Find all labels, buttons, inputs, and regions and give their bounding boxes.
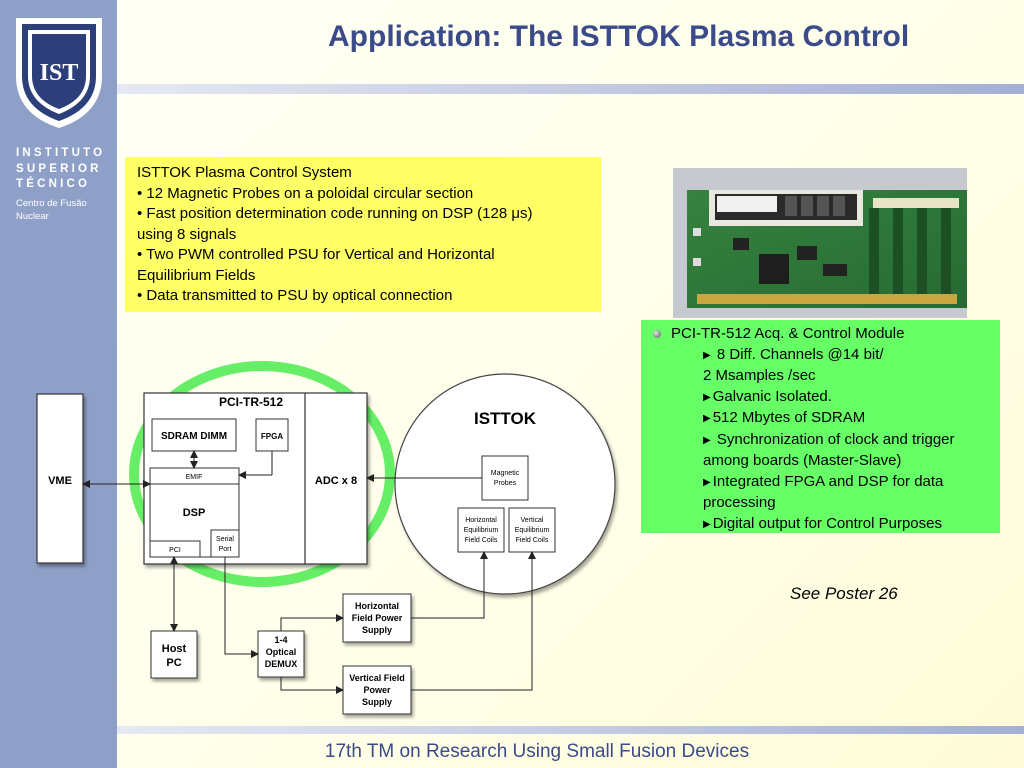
svg-text:Supply: Supply	[362, 625, 392, 635]
board-title: PCI-TR-512	[219, 395, 283, 409]
svg-text:DEMUX: DEMUX	[265, 659, 298, 669]
svg-text:Optical: Optical	[266, 647, 297, 657]
feature-text: Integrated FPGA and DSP for data	[712, 472, 944, 490]
fpga-label: FPGA	[261, 432, 283, 441]
feature-item: processing	[649, 493, 992, 514]
svg-text:Supply: Supply	[362, 697, 392, 707]
slide-title: Application: The ISTTOK Plasma Control	[328, 20, 910, 53]
feature-item: ▶Integrated FPGA and DSP for data	[649, 472, 992, 494]
feature-text: 2 Msamples /sec	[703, 367, 816, 384]
feature-text: among boards (Master-Slave)	[703, 452, 902, 469]
feature-item: ▶ 8 Diff. Channels @14 bit/	[649, 345, 992, 367]
institute-name: INSTITUTO SUPERIOR TÉCNICO	[16, 146, 105, 193]
module-features-box: PCI-TR-512 Acq. & Control Module ▶ 8 Dif…	[641, 320, 1000, 533]
magnetic-probes-box	[481, 455, 529, 501]
vme-label: VME	[48, 475, 72, 487]
institute-subtitle: Centro de Fusão Nuclear	[16, 197, 87, 223]
horizontal-psu-box	[342, 593, 412, 643]
arrow-right-icon: ▶	[703, 349, 711, 361]
ist-shield-logo: IST	[16, 18, 102, 128]
pci-port-label: PCI	[169, 547, 181, 554]
feature-text: Galvanic Isolated.	[712, 387, 832, 405]
feature-item: 2 Msamples /sec	[649, 366, 992, 387]
description-line: Equilibrium Fields	[137, 266, 256, 284]
vertical-psu-box	[342, 665, 412, 715]
module-heading-row: PCI-TR-512 Acq. & Control Module	[649, 324, 992, 345]
svg-text:PC: PC	[166, 657, 181, 669]
isttok-label: ISTTOK	[474, 409, 537, 428]
feature-text: Synchronization of clock and trigger	[712, 430, 955, 448]
svg-text:Field Power: Field Power	[352, 613, 403, 623]
feature-text: 512 Mbytes of SDRAM	[712, 409, 866, 426]
description-line: • 12 Magnetic Probes on a poloidal circu…	[137, 184, 474, 202]
bullet-icon	[653, 330, 661, 339]
svg-text:Power: Power	[363, 685, 391, 695]
svg-text:Vertical: Vertical	[521, 517, 544, 524]
sidebar: IST INSTITUTO SUPERIOR TÉCNICO Centro de…	[0, 0, 117, 768]
serial-port-box	[210, 529, 240, 558]
description-line: • Two PWM controlled PSU for Vertical an…	[137, 246, 495, 263]
svg-text:Magnetic: Magnetic	[491, 470, 520, 477]
svg-text:Equilibrium: Equilibrium	[464, 527, 499, 534]
emif-label: EMIF	[186, 474, 203, 481]
institute-line-3: TÉCNICO	[16, 178, 91, 190]
institute-sub-line-1: Centro de Fusão	[16, 198, 87, 209]
title-divider	[117, 84, 1024, 94]
vme-box	[36, 393, 84, 564]
svg-text:Field Coils: Field Coils	[516, 537, 549, 544]
feature-item: ▶Galvanic Isolated.	[649, 387, 992, 409]
institute-line-2: SUPERIOR	[16, 162, 102, 175]
module-heading: PCI-TR-512 Acq. & Control Module	[671, 325, 905, 342]
feature-item: ▶ Synchronization of clock and trigger	[649, 430, 992, 452]
svg-text:Field Coils: Field Coils	[465, 537, 498, 544]
svg-text:Horizontal: Horizontal	[465, 517, 497, 524]
pci-board-illustration	[673, 168, 967, 318]
svg-text:Equilibrium: Equilibrium	[515, 527, 550, 534]
dsp-label: DSP	[183, 507, 206, 519]
institute-line-1: INSTITUTO	[16, 147, 106, 159]
svg-text:Probes: Probes	[494, 480, 517, 487]
svg-text:Horizontal: Horizontal	[355, 601, 399, 611]
feature-item: among boards (Master-Slave)	[649, 451, 992, 472]
description-line: • Fast position determination code runni…	[137, 205, 533, 222]
svg-text:1-4: 1-4	[274, 635, 287, 645]
footer-text: 17th TM on Research Using Small Fusion D…	[324, 741, 750, 762]
svg-text:Host: Host	[162, 643, 187, 655]
pci-board-photo	[673, 168, 967, 318]
highlight-ring	[129, 361, 395, 587]
arrow-right-icon: ▶	[703, 391, 711, 403]
feature-text: processing	[703, 494, 776, 511]
description-line: ISTTOK Plasma Control System	[137, 164, 352, 181]
feature-text: Digital output for Control Purposes	[712, 514, 942, 532]
sdram-label: SDRAM DIMM	[161, 431, 227, 442]
feature-item: ▶Digital output for Control Purposes	[649, 514, 992, 536]
system-description-box: ISTTOK Plasma Control System • 12 Magnet…	[125, 157, 601, 312]
footer-divider	[117, 726, 1024, 734]
poster-reference: See Poster 26	[790, 584, 898, 603]
svg-text:Vertical Field: Vertical Field	[349, 673, 405, 683]
arrow-right-icon: ▶	[703, 476, 711, 488]
serial-port-label-2: Port	[219, 546, 232, 553]
feature-item: ▶512 Mbytes of SDRAM	[649, 408, 992, 430]
arrow-right-icon: ▶	[703, 413, 711, 424]
institute-sub-line-2: Nuclear	[16, 211, 49, 222]
arrow-right-icon: ▶	[703, 434, 711, 446]
description-line: using 8 signals	[137, 225, 237, 243]
serial-port-label-1: Serial	[216, 536, 234, 543]
feature-text: 8 Diff. Channels @14 bit/	[712, 345, 884, 363]
adc-label: ADC x 8	[315, 475, 357, 487]
shield-monogram: IST	[40, 60, 79, 86]
host-pc-box	[150, 630, 198, 679]
description-line: • Data transmitted to PSU by optical con…	[137, 287, 453, 304]
arrow-right-icon: ▶	[703, 518, 711, 530]
